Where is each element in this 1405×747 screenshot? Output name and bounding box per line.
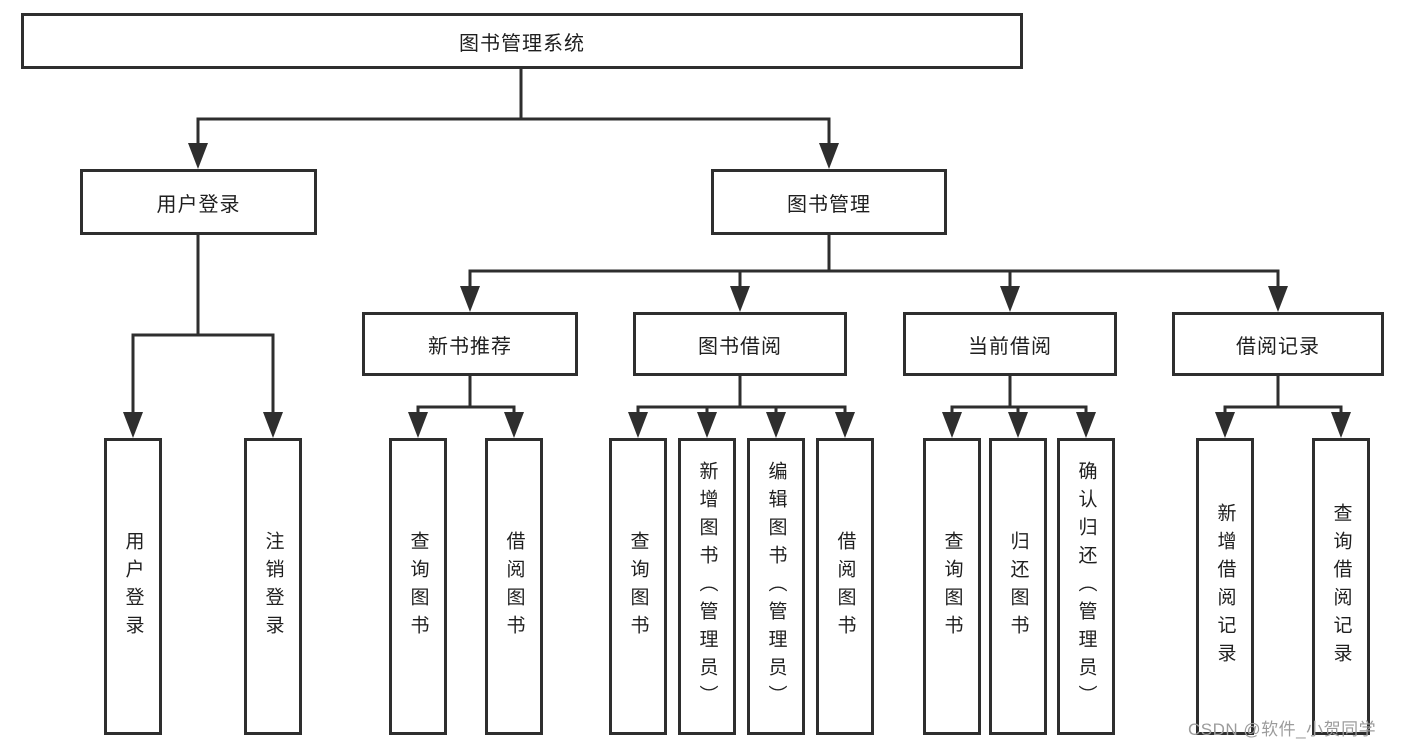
leaf-borrow-books: 借阅图书 — [816, 438, 874, 735]
leaf-confirm-return-admin: 确认归还（管理员） — [1057, 438, 1115, 735]
leaf-query-books-current: 查询图书 — [923, 438, 981, 735]
node-current-borrow: 当前借阅 — [903, 312, 1117, 376]
leaf-query-books-recommend: 查询图书 — [389, 438, 447, 735]
leaf-query-borrow-record: 查询借阅记录 — [1312, 438, 1370, 735]
node-borrow-records: 借阅记录 — [1172, 312, 1384, 376]
node-root: 图书管理系统 — [21, 13, 1023, 69]
leaf-logout-login: 注销登录 — [244, 438, 302, 735]
node-book-management: 图书管理 — [711, 169, 947, 235]
leaf-edit-book-admin: 编辑图书（管理员） — [747, 438, 805, 735]
leaf-return-book: 归还图书 — [989, 438, 1047, 735]
leaf-add-borrow-record: 新增借阅记录 — [1196, 438, 1254, 735]
node-new-book-recommend: 新书推荐 — [362, 312, 578, 376]
leaf-user-login: 用户登录 — [104, 438, 162, 735]
node-user-login: 用户登录 — [80, 169, 317, 235]
leaf-query-books-borrow: 查询图书 — [609, 438, 667, 735]
leaf-borrow-books-recommend: 借阅图书 — [485, 438, 543, 735]
node-book-borrow: 图书借阅 — [633, 312, 847, 376]
leaf-add-book-admin: 新增图书（管理员） — [678, 438, 736, 735]
csdn-watermark: CSDN @软件_小贺同学 — [1188, 720, 1377, 739]
